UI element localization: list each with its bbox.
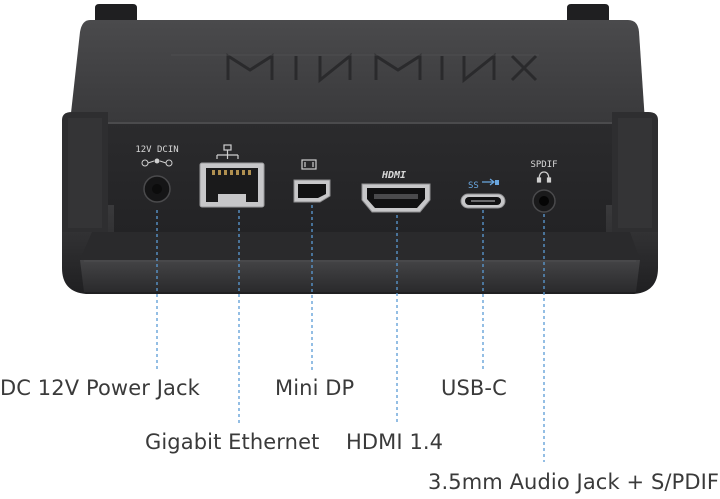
hdmi-silkscreen: HDMI <box>381 170 406 181</box>
headphone-icon <box>536 171 552 183</box>
ethernet-port <box>199 144 265 208</box>
label-usb-c: USB-C <box>441 376 507 400</box>
label-hdmi: HDMI 1.4 <box>346 430 444 454</box>
leader-lines <box>156 205 545 462</box>
svg-text:SS: SS <box>468 181 479 191</box>
logo-emboss <box>226 52 538 84</box>
displayport-icon <box>301 159 317 170</box>
stand-clips <box>95 4 609 22</box>
label-mini-dp: Mini DP <box>275 376 355 400</box>
label-audio-spdif: 3.5mm Audio Jack + S/PDIF <box>428 470 720 494</box>
device-top <box>70 20 645 122</box>
label-ethernet: Gigabit Ethernet <box>145 430 320 454</box>
label-power-jack: DC 12V Power Jack <box>0 376 200 400</box>
superspeed-usb-icon: SS <box>468 178 499 191</box>
dc-silkscreen: 12V DCIN <box>135 145 178 155</box>
audio-spdif-jack: SPDIF <box>530 160 558 213</box>
mini-dp-port <box>293 159 331 203</box>
dc-power-jack: 12V DCIN <box>135 145 179 203</box>
hdmi-port: HDMI <box>361 170 431 213</box>
usb-c-port: SS <box>460 178 506 209</box>
network-icon <box>216 144 239 159</box>
spdif-silkscreen: SPDIF <box>530 160 557 170</box>
